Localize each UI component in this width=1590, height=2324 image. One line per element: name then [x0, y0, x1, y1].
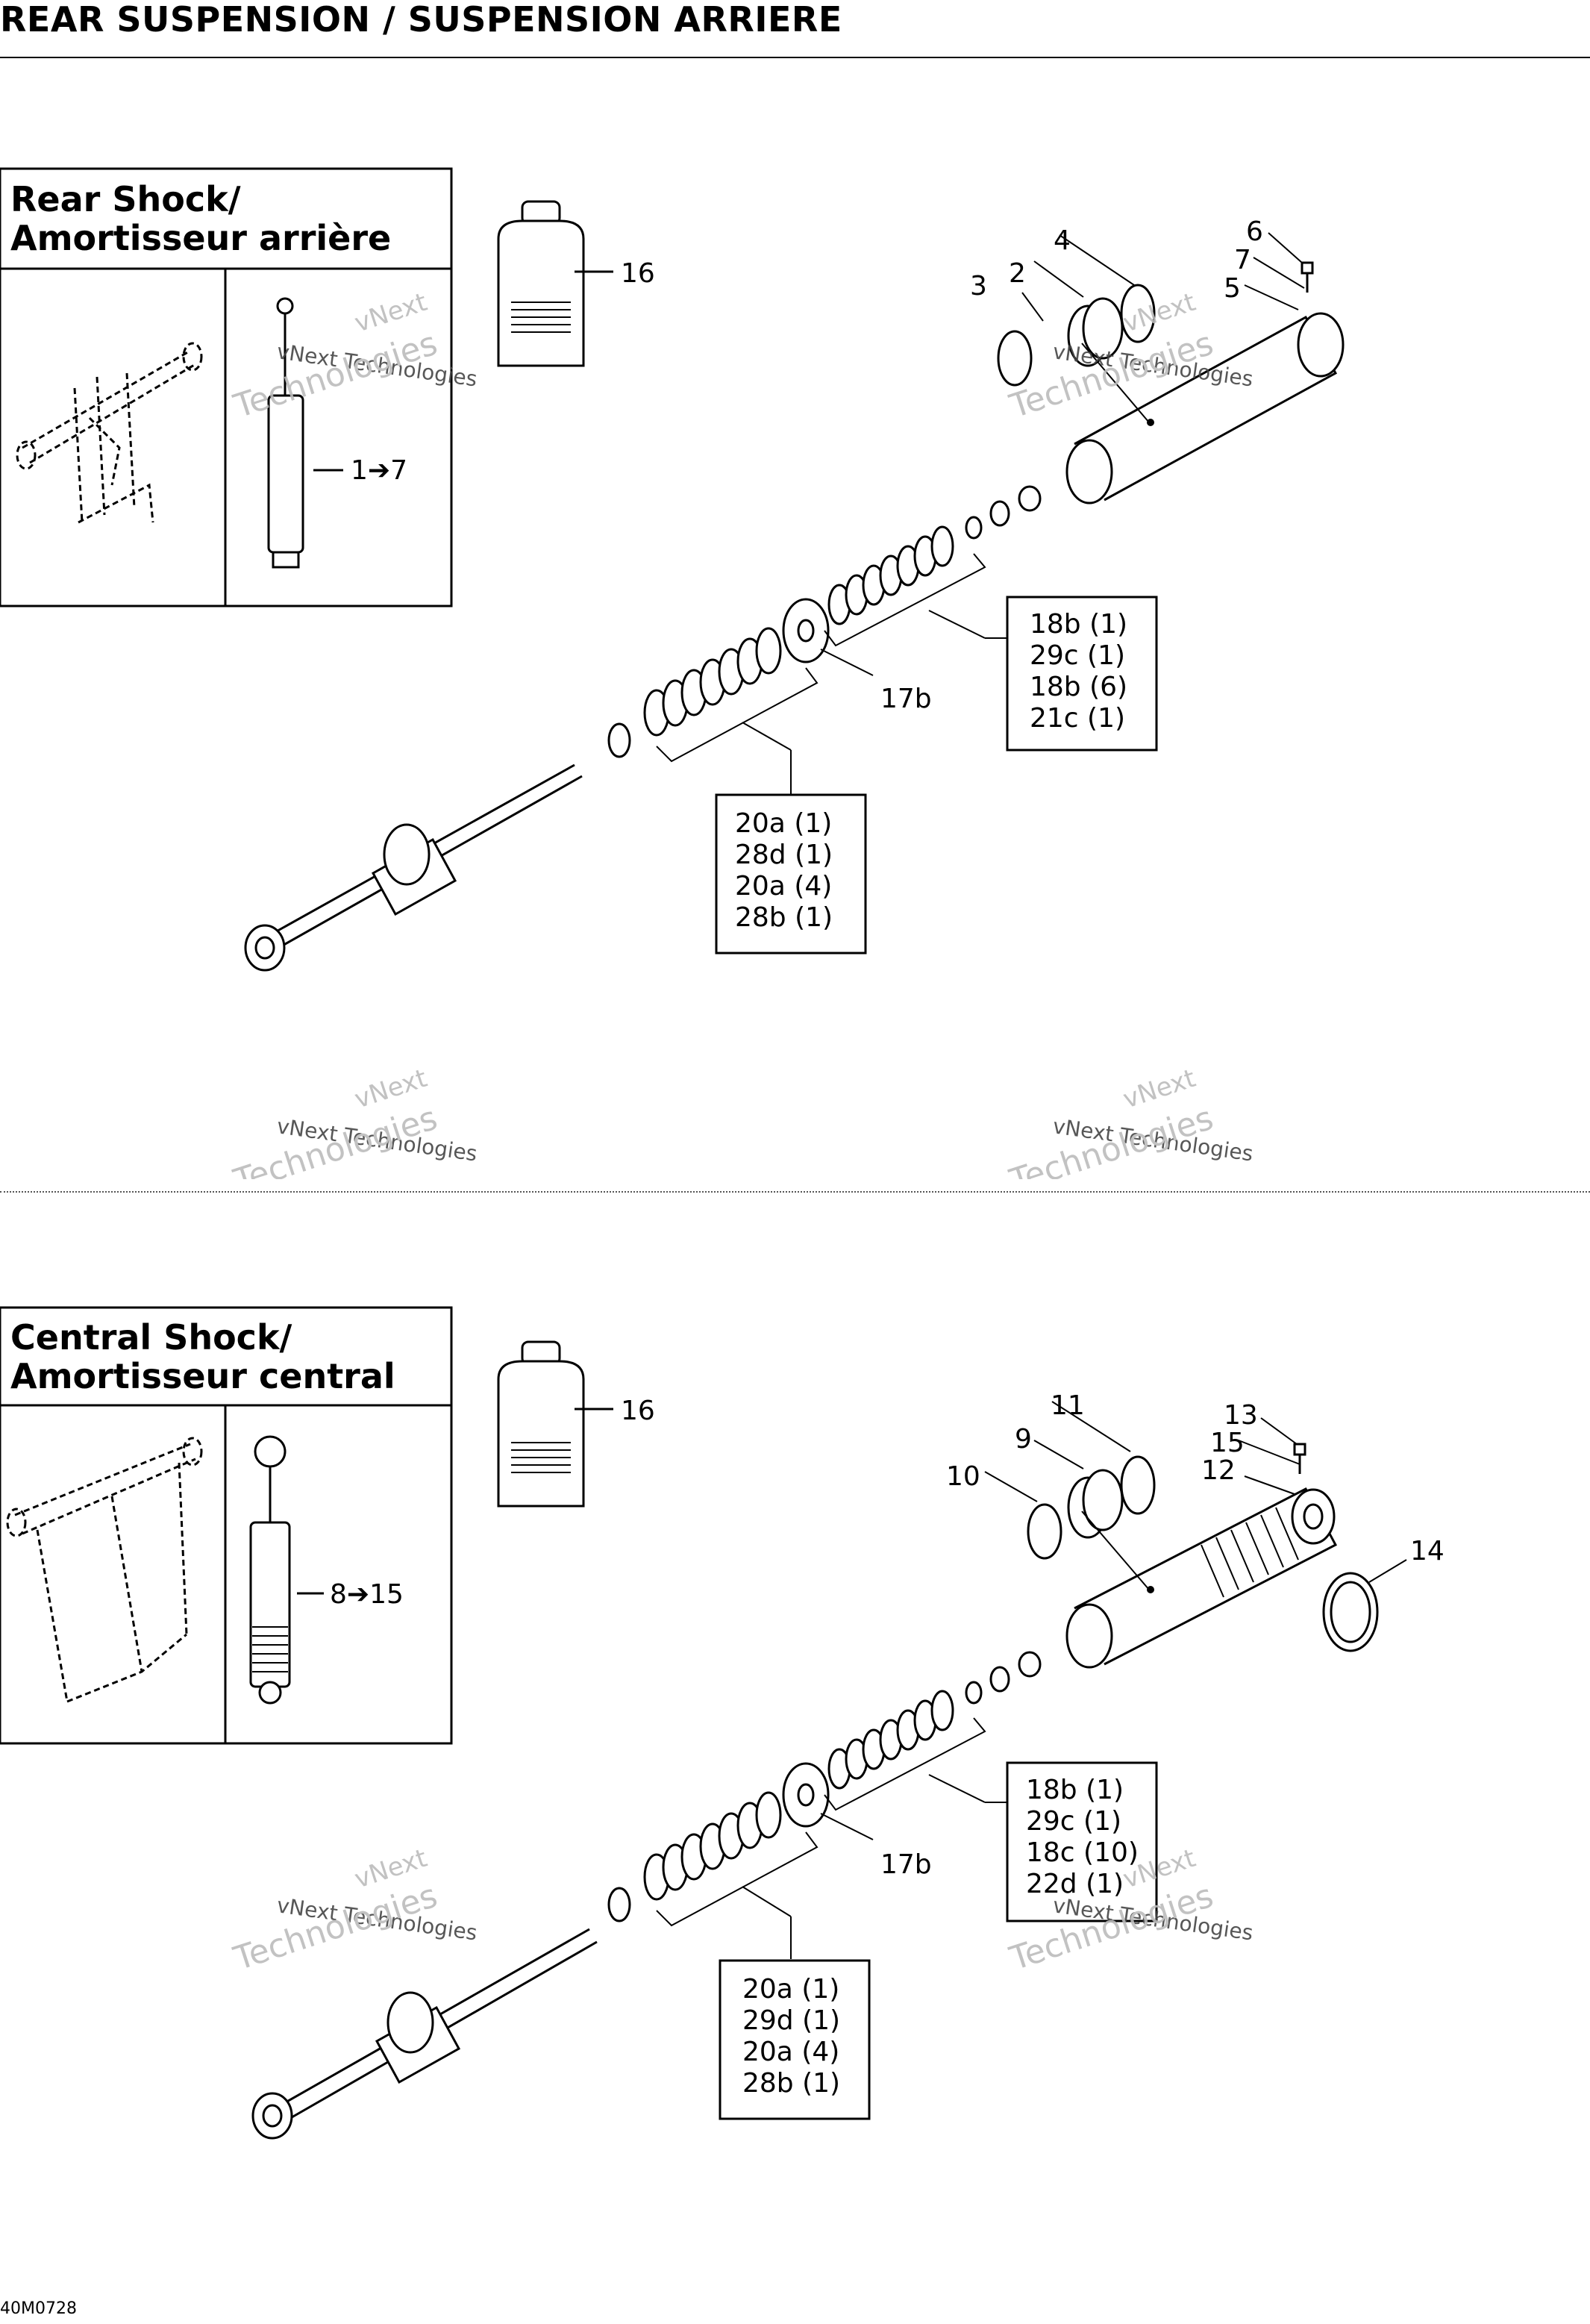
kit-upper-line: 29c (1)	[1026, 1806, 1121, 1837]
callout-9: 9	[1015, 1424, 1032, 1455]
rear-assembly-ref: 1➔7	[351, 455, 407, 486]
callout-4: 4	[1054, 225, 1071, 256]
central-shock-title-1: Central Shock/	[10, 1317, 292, 1358]
callout-12: 12	[1201, 1455, 1236, 1486]
kit-upper-line: 29c (1)	[1030, 640, 1125, 671]
kit-upper-line: 21c (1)	[1030, 703, 1125, 734]
kit-upper-line: 18c (10)	[1026, 1837, 1139, 1868]
header-rule	[0, 57, 1590, 58]
rear-shock-title-2: Amortisseur arrière	[10, 218, 391, 258]
kit-lower-line: 28d (1)	[735, 840, 833, 870]
kit-lower-line: 28b (1)	[735, 902, 833, 933]
kit-lower-line: 20a (4)	[735, 871, 832, 902]
kit-box-lower	[715, 793, 867, 955]
kit-lower-line: 20a (4)	[742, 2037, 839, 2067]
rear-shock-thumbnail	[267, 297, 304, 569]
piston-ref: 17b	[880, 1849, 932, 1880]
suspension-frame-sketch	[6, 1437, 203, 1703]
central-oil-ref: 16	[621, 1396, 655, 1426]
central-shock-thumbnail	[249, 1435, 291, 1705]
central-shock-title-2: Amortisseur central	[10, 1356, 395, 1396]
piston-ref: 17b	[880, 684, 932, 714]
callout-15: 15	[1210, 1428, 1245, 1458]
central-assembly-ref: 8➔15	[330, 1579, 404, 1610]
suspension-frame-sketch	[16, 342, 203, 524]
kit-lower-line: 28b (1)	[742, 2068, 840, 2099]
svg-text:Technologies: Technologies	[1005, 1099, 1218, 1179]
oil-bottle-icon	[497, 1340, 585, 1508]
callout-7: 7	[1234, 245, 1251, 275]
kit-upper-line: 22d (1)	[1026, 1869, 1124, 1899]
page-title: REAR SUSPENSION / SUSPENSION ARRIERE	[0, 0, 842, 40]
rear-oil-ref: 16	[621, 258, 655, 289]
svg-text:Technologies: Technologies	[229, 1099, 442, 1179]
kit-lower-line: 29d (1)	[742, 2005, 840, 2036]
oil-bottle-icon	[497, 200, 585, 367]
callout-13: 13	[1224, 1400, 1258, 1431]
kit-lower-line: 20a (1)	[735, 808, 832, 839]
callout-3: 3	[970, 271, 987, 302]
section-divider	[0, 1191, 1590, 1193]
kit-box-upper	[1006, 1761, 1158, 1922]
callout-11: 11	[1051, 1390, 1085, 1421]
drawing-code: 40M0728	[0, 2299, 77, 2318]
kit-upper-line: 18b (1)	[1026, 1775, 1124, 1805]
rear-shock-diagram: Rear Shock/ Amortisseur arrière 1➔7 16	[0, 167, 1345, 1179]
kit-box-lower	[719, 1959, 871, 2120]
callout-6: 6	[1246, 216, 1263, 247]
callout-14: 14	[1410, 1536, 1445, 1566]
central-shock-diagram: Central Shock/ Amortisseur central 8➔15 …	[0, 1306, 1445, 2140]
kit-upper-line: 18b (1)	[1030, 609, 1127, 640]
callout-2: 2	[1009, 258, 1026, 289]
kit-lower-line: 20a (1)	[742, 1974, 839, 2005]
central-shock-exploded	[251, 1443, 1379, 2140]
rear-shock-title-1: Rear Shock/	[10, 179, 241, 219]
rear-shock-exploded	[244, 261, 1345, 972]
kit-box-upper	[1006, 596, 1158, 752]
callout-10: 10	[946, 1461, 980, 1492]
kit-upper-line: 18b (6)	[1030, 672, 1127, 702]
callout-5: 5	[1224, 273, 1241, 304]
